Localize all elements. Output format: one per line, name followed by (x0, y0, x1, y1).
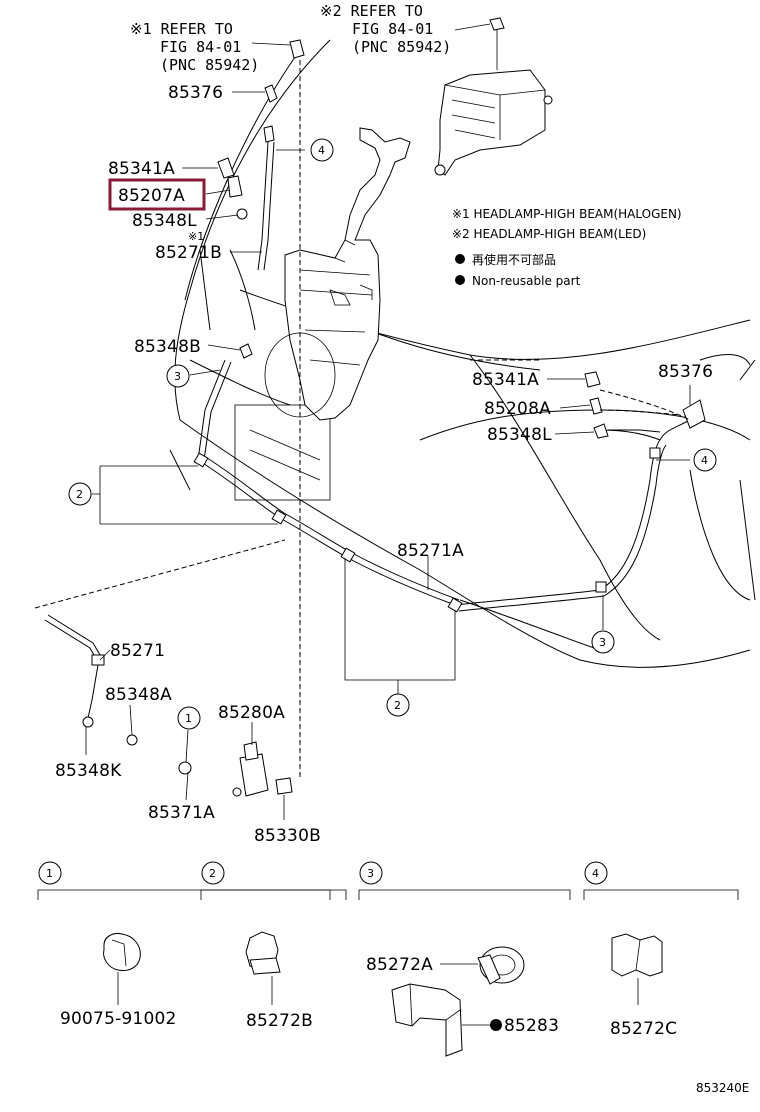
star1-mark: ※1 (188, 230, 204, 243)
part-label: 85376 (658, 362, 713, 382)
part-label: 85271 (110, 641, 165, 661)
highlight-box (108, 178, 206, 211)
bullet-icon (455, 254, 465, 264)
vehicle-body-outline (169, 39, 756, 668)
legend-note-1: ※1 HEADLAMP-HIGH BEAM(HALOGEN) (452, 207, 682, 221)
part-label: 85208A (484, 399, 551, 419)
detail-section-3: 3 85272A 85283 (358, 861, 571, 1057)
detail-section-1: 1 90075-91002 (37, 861, 331, 1029)
callout-1: 1 (185, 712, 192, 725)
detail-callout-1: 1 (46, 867, 53, 880)
part-label: 85348L (487, 425, 552, 445)
left-washer-nozzle-group (197, 39, 305, 461)
callout-circles: 4 3 2 4 3 2 1 (68, 138, 717, 730)
refer-note-1: ※1 REFER TO FIG 84-01 (PNC 85942) (130, 20, 259, 74)
part-label: 90075-91002 (60, 1009, 177, 1029)
refer-note-2-line1: ※2 REFER TO (320, 2, 423, 20)
main-hoses (193, 419, 691, 613)
bullet-icon (455, 275, 465, 285)
washer-tank (264, 127, 411, 421)
legend-note-2: ※2 HEADLAMP-HIGH BEAM(LED) (452, 227, 646, 241)
detail-section-4: 4 85272C (583, 861, 739, 1039)
part-label: 85341A (472, 370, 539, 390)
part-label: 85376 (168, 83, 223, 103)
headlamp-ecu (434, 17, 553, 176)
lower-pump-group (44, 614, 293, 797)
part-label: 85348K (55, 761, 122, 781)
dashed-reference-lines (34, 60, 691, 780)
legend: ※1 HEADLAMP-HIGH BEAM(HALOGEN) ※2 HEADLA… (452, 207, 682, 288)
part-label: 85330B (254, 826, 321, 846)
part-label-highlighted: 85207A (118, 186, 185, 206)
part-label: 85280A (218, 703, 285, 723)
part-label: 85348L (132, 211, 197, 231)
part-label: 85341A (108, 159, 175, 179)
part-label: 85371A (148, 803, 215, 823)
part-label: 85272B (246, 1011, 313, 1031)
detail-callout-2: 2 (209, 867, 216, 880)
part-label: 85271B (155, 243, 222, 263)
refer-note-2: ※2 REFER TO FIG 84-01 (PNC 85942) (320, 2, 451, 56)
refer-note-2-line3: (PNC 85942) (352, 38, 451, 56)
part-label: 85272C (610, 1019, 677, 1039)
detail-callout-4: 4 (592, 867, 599, 880)
part-label: 85348A (105, 685, 172, 705)
refer-note-1-line3: (PNC 85942) (160, 56, 259, 74)
part-label: 85283 (504, 1016, 559, 1036)
detail-section-2: 2 85272B (200, 861, 347, 1031)
callout-4: 4 (701, 454, 708, 467)
callout-3: 3 (174, 370, 181, 383)
refer-note-1-line2: FIG 84-01 (160, 38, 241, 56)
callout-2: 2 (394, 699, 401, 712)
figure-code: 853240E (696, 1081, 749, 1095)
refer-note-2-line2: FIG 84-01 (352, 20, 433, 38)
callout-4: 4 (318, 144, 325, 157)
legend-bullet-en: Non-reusable part (472, 274, 581, 288)
part-labels: 85376 85341A 85207A 85348L ※1 85271B 853… (55, 83, 713, 846)
leader-lines (85, 23, 691, 820)
bullet-icon (490, 1019, 502, 1031)
callout-3: 3 (599, 636, 606, 649)
part-label: 85271A (397, 541, 464, 561)
refer-note-1-line1: ※1 REFER TO (130, 20, 233, 38)
part-label: 85348B (134, 337, 201, 357)
callout-2: 2 (76, 488, 83, 501)
right-washer-nozzle-group (584, 371, 706, 439)
detail-callout-3: 3 (367, 867, 374, 880)
legend-bullet-jp: 再使用不可部品 (472, 252, 556, 267)
part-label: 85272A (366, 955, 433, 975)
